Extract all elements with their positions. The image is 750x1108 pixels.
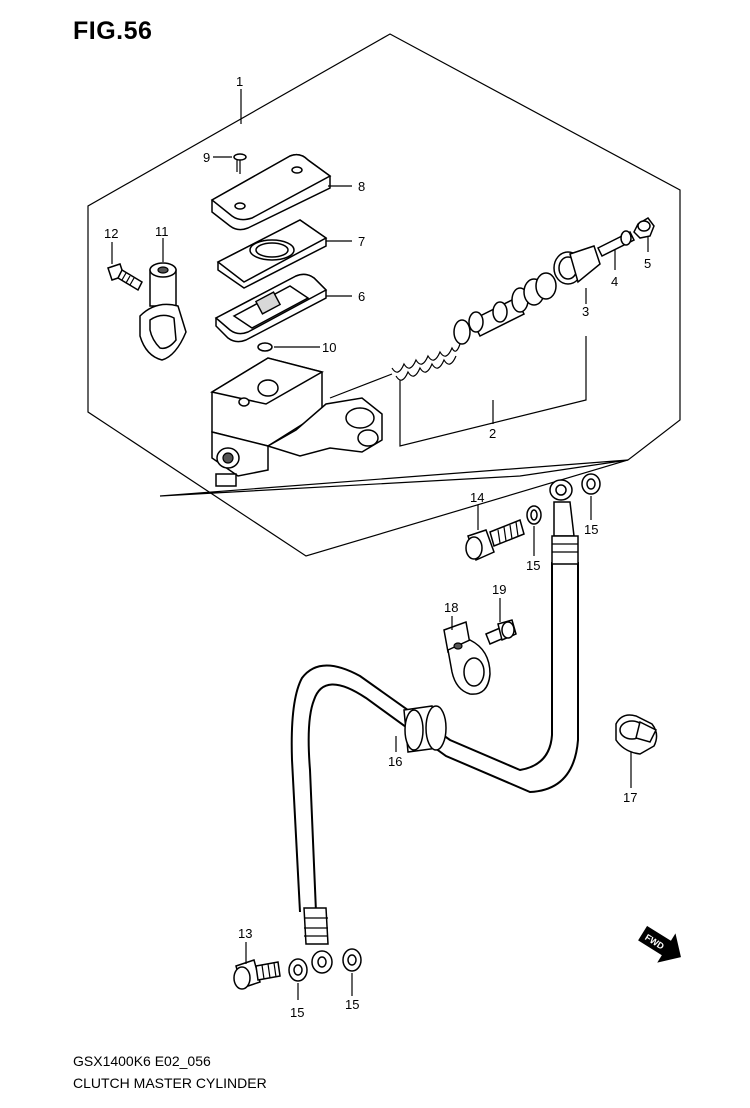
piston-spring bbox=[391, 272, 557, 381]
clutch-hose bbox=[290, 479, 579, 974]
callout-4: 4 bbox=[611, 274, 618, 289]
callout-13: 13 bbox=[238, 926, 252, 941]
callout-11: 11 bbox=[155, 224, 169, 239]
model-code: GSX1400K6 E02_056 bbox=[73, 1053, 211, 1069]
piston-axis bbox=[329, 373, 393, 399]
callout-16: 16 bbox=[388, 754, 402, 769]
callout-15d: 15 bbox=[345, 997, 359, 1012]
push-rod-nut bbox=[633, 217, 655, 239]
assembly-outline bbox=[87, 33, 681, 557]
dust-boot bbox=[553, 245, 601, 285]
clamp-bolt bbox=[107, 263, 143, 292]
callout-12: 12 bbox=[104, 226, 118, 241]
union-bolt-lower bbox=[233, 959, 281, 990]
o-ring bbox=[257, 342, 273, 352]
clamp-screw bbox=[485, 619, 517, 645]
figure-caption: CLUTCH MASTER CYLINDER bbox=[73, 1075, 267, 1091]
hose-guide bbox=[615, 714, 658, 755]
callout-2: 2 bbox=[489, 426, 496, 441]
callout-6: 6 bbox=[358, 289, 365, 304]
callout-17: 17 bbox=[623, 790, 637, 805]
callout-9: 9 bbox=[203, 150, 210, 165]
callout-3: 3 bbox=[582, 304, 589, 319]
clamp-holder bbox=[139, 262, 187, 361]
callout-8: 8 bbox=[358, 179, 365, 194]
figure-title: FIG.56 bbox=[73, 17, 153, 45]
washer-upper-left bbox=[526, 505, 542, 525]
hose-clamp bbox=[443, 620, 491, 695]
reservoir-cap bbox=[210, 153, 332, 231]
callout-15c: 15 bbox=[290, 1005, 304, 1020]
washer-lower-left bbox=[288, 958, 308, 982]
callout-15a: 15 bbox=[526, 558, 540, 573]
callout-5: 5 bbox=[644, 256, 651, 271]
callout-18: 18 bbox=[444, 600, 458, 615]
diaphragm bbox=[214, 273, 328, 343]
union-bolt-upper bbox=[465, 518, 525, 562]
diaphragm-plate bbox=[216, 219, 328, 289]
callout-7: 7 bbox=[358, 234, 365, 249]
callout-10: 10 bbox=[322, 340, 336, 355]
callout-1: 1 bbox=[236, 74, 243, 89]
fwd-arrow-icon: FWD bbox=[638, 925, 681, 963]
push-rod bbox=[596, 230, 636, 258]
cap-screw bbox=[233, 153, 247, 174]
assembly-plane bbox=[159, 459, 629, 497]
callout-15b: 15 bbox=[584, 522, 598, 537]
callout-14: 14 bbox=[470, 490, 484, 505]
washer-lower-right bbox=[342, 948, 362, 972]
callout-19: 19 bbox=[492, 582, 506, 597]
washer-upper-right bbox=[581, 473, 601, 495]
master-cylinder-body bbox=[210, 357, 383, 487]
